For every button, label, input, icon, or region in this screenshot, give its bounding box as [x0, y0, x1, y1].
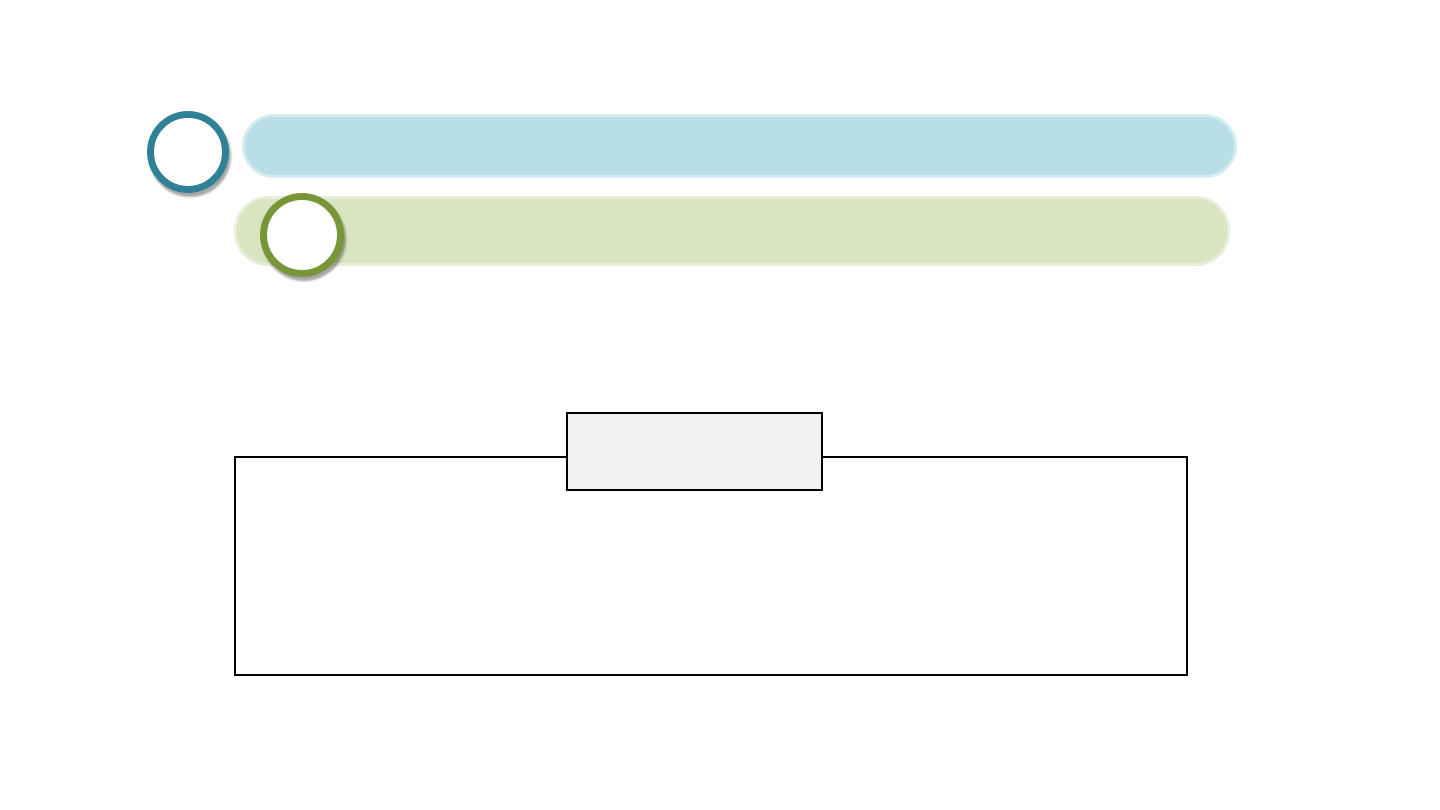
- row-2-ring-marker: [260, 193, 344, 277]
- row-2-bar: [234, 196, 1230, 266]
- row-1-text: [345, 117, 1194, 175]
- row-2-text: [337, 199, 1187, 263]
- content-panel: [234, 456, 1188, 676]
- row-1-bar: [242, 114, 1237, 178]
- content-panel-body: [256, 508, 1166, 658]
- row-1-ring-marker: [147, 111, 229, 193]
- content-panel-header-tab: [566, 412, 823, 491]
